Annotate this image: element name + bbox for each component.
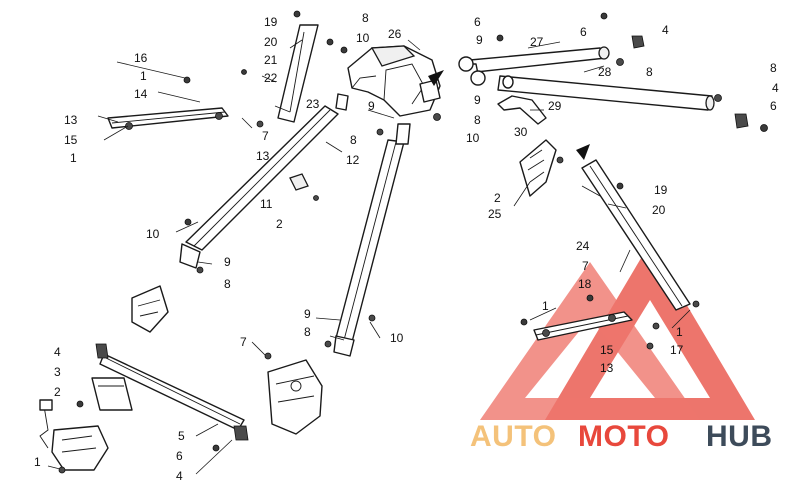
small-left-assembly <box>131 285 169 333</box>
watermark-logo-text: AUTO MOTO HUB <box>470 420 773 453</box>
watermark-word-moto: MOTO <box>578 420 669 453</box>
plate-25 <box>519 139 557 197</box>
callout: 15 <box>600 343 614 357</box>
fasteners <box>58 34 700 474</box>
callout: 16 <box>134 51 148 65</box>
center-vertical-tube <box>333 123 411 357</box>
callout: 29 <box>548 99 562 113</box>
callout: 10 <box>390 331 404 345</box>
callout: 6 <box>176 449 183 463</box>
lower-right-brace <box>533 311 633 341</box>
bracket-3 <box>91 377 133 411</box>
callout: 7 <box>240 335 247 349</box>
callout: 25 <box>488 207 502 221</box>
callout: 8 <box>362 11 369 25</box>
left-diagonal-tube <box>179 93 349 269</box>
callout: 10 <box>466 131 480 145</box>
callout: 8 <box>224 277 231 291</box>
callout: 28 <box>598 65 612 79</box>
callout: 4 <box>772 81 779 95</box>
right-end-caps <box>600 12 768 132</box>
callout: 15 <box>64 133 78 147</box>
watermark-logo-triangle <box>480 243 755 420</box>
callout: 7 <box>582 259 589 273</box>
callout: 10 <box>146 227 160 241</box>
lower-left-assembly <box>39 399 109 471</box>
callout: 9 <box>474 93 481 107</box>
callout: 8 <box>770 61 777 75</box>
callout: 6 <box>474 15 481 29</box>
callout: 10 <box>356 31 370 45</box>
callout: 9 <box>476 33 483 47</box>
callout: 20 <box>264 35 278 49</box>
column-bracket-26 <box>347 45 444 121</box>
callout: 8 <box>304 325 311 339</box>
part-11 <box>289 173 309 191</box>
callout: 11 <box>260 197 273 211</box>
callout: 9 <box>368 99 375 113</box>
callout: 19 <box>264 15 278 29</box>
callout: 21 <box>264 53 278 67</box>
callout: 20 <box>652 203 666 217</box>
upper-left-brace <box>107 107 229 130</box>
right-diagonal-strap <box>576 144 691 311</box>
callout: 13 <box>256 149 270 163</box>
callout: 1 <box>140 69 147 83</box>
callout: 8 <box>474 113 481 127</box>
callout: 2 <box>494 191 501 205</box>
leader-lines <box>47 39 691 475</box>
callout: 1 <box>676 325 683 339</box>
callout: 8 <box>350 133 357 147</box>
upper-tubes <box>458 46 715 111</box>
callout: 1 <box>70 151 77 165</box>
callout: 7 <box>262 129 269 143</box>
callout: 14 <box>134 87 148 101</box>
callout: 19 <box>654 183 668 197</box>
callout: 13 <box>64 113 78 127</box>
callout: 8 <box>646 65 653 79</box>
callout: 6 <box>770 99 777 113</box>
callout: 1 <box>34 455 41 469</box>
callout: 4 <box>662 23 669 37</box>
callout: 9 <box>304 307 311 321</box>
callout: 13 <box>600 361 614 375</box>
callout: 30 <box>514 125 528 139</box>
lower-center-assembly <box>267 359 323 435</box>
watermark-word-auto: AUTO <box>470 420 556 453</box>
callout: 2 <box>276 217 283 231</box>
callout: 26 <box>388 27 402 41</box>
callout: 9 <box>224 255 231 269</box>
callout: 4 <box>54 345 61 359</box>
callout: 4 <box>176 469 183 483</box>
callout: 22 <box>264 71 278 85</box>
callout-labels: 19 8 20 10 26 6 9 27 6 4 8 28 8 16 1 14 … <box>34 11 779 483</box>
callout: 18 <box>578 277 592 291</box>
callout: 23 <box>306 97 320 111</box>
callout: 24 <box>576 239 590 253</box>
watermark-word-hub: HUB <box>706 420 773 453</box>
lower-left-brace <box>95 343 249 441</box>
bracket-29 <box>497 95 547 125</box>
left-upper-strap <box>277 10 319 123</box>
callout: 17 <box>670 343 684 357</box>
callout: 6 <box>580 25 587 39</box>
callout: 5 <box>178 429 185 443</box>
callout: 12 <box>346 153 360 167</box>
callout: 27 <box>530 35 544 49</box>
callout: 3 <box>54 365 61 379</box>
callout: 1 <box>542 299 549 313</box>
callout: 2 <box>54 385 61 399</box>
